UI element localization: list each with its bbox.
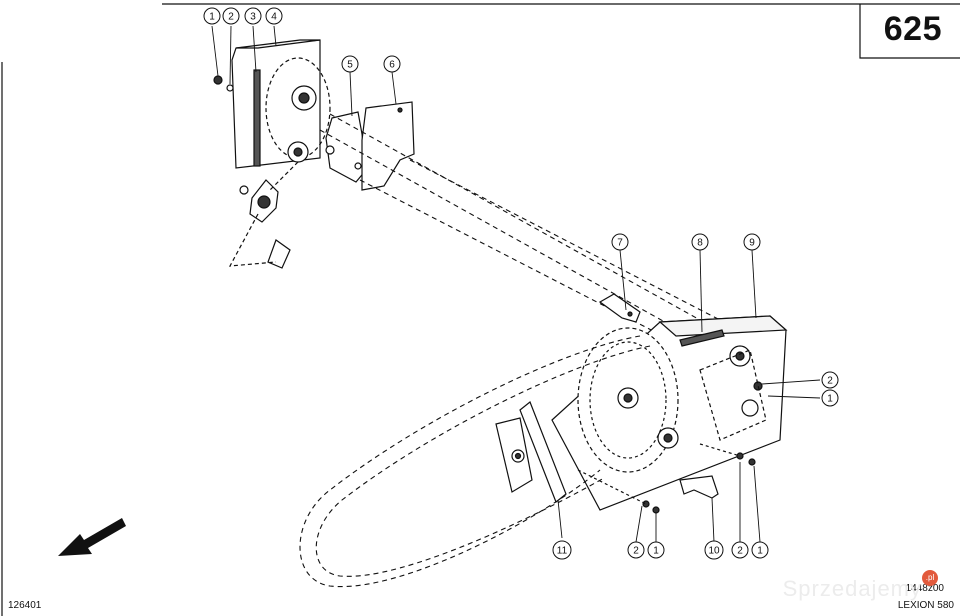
callout-label: 10: [708, 546, 720, 557]
callout-bottom-1b: 1: [751, 541, 769, 559]
callout-label: 2: [737, 546, 743, 557]
drive-belt: [299, 335, 651, 588]
callout-5: 5: [341, 55, 359, 73]
callout-top-1: 1: [203, 7, 221, 25]
callout-11: 11: [552, 540, 572, 560]
frame: [1, 3, 960, 616]
leader-lines: [211, 25, 821, 543]
callout-right-1: 1: [821, 389, 839, 407]
bracket-7: [598, 293, 641, 323]
callout-top-4: 4: [265, 7, 283, 25]
watermark-badge-icon: .pl: [922, 570, 938, 586]
callout-8: 8: [691, 233, 709, 251]
upper-gearbox-assembly: [213, 39, 331, 269]
callout-label: 4: [271, 12, 277, 23]
callout-top-2: 2: [222, 7, 240, 25]
callout-label: 6: [389, 60, 395, 71]
callout-circles: 1 2 3 4 5 6 7 8 9 2 1 11 2 1 10 2 1: [203, 7, 839, 560]
callout-label: 1: [653, 546, 659, 557]
bracket-5: [325, 111, 367, 183]
callout-top-3: 3: [244, 7, 262, 25]
sheet-id: 126401: [8, 600, 42, 611]
callout-9: 9: [743, 233, 761, 251]
direction-arrow-icon: [58, 518, 126, 556]
callout-label: 11: [557, 546, 568, 557]
callout-label: 1: [827, 394, 833, 405]
callout-bottom-2a: 2: [627, 541, 645, 559]
callout-7: 7: [611, 233, 629, 251]
drawing-code: 1448z00: [905, 583, 944, 594]
callout-label: 3: [250, 12, 256, 23]
callout-bottom-1a: 1: [647, 541, 665, 559]
callout-6: 6: [383, 55, 401, 73]
callout-label: 2: [633, 546, 639, 557]
page-number: 625: [883, 10, 942, 48]
watermark: Sprzedajemy: [782, 576, 922, 601]
callout-label: 1: [209, 12, 215, 23]
callout-10: 10: [704, 540, 724, 560]
callout-label: 7: [617, 238, 623, 249]
model-name: LEXION 580: [897, 600, 954, 611]
callout-label: 5: [347, 60, 353, 71]
callout-label: 2: [228, 12, 234, 23]
callout-label: 8: [697, 238, 703, 249]
callout-right-2: 2: [821, 371, 839, 389]
tensioner-11: [495, 401, 567, 503]
callout-label: 2: [827, 376, 833, 387]
callout-bottom-2b: 2: [731, 541, 749, 559]
lower-gearbox-assembly: [551, 315, 788, 514]
callout-label: 9: [749, 238, 755, 249]
callout-label: 1: [757, 546, 763, 557]
